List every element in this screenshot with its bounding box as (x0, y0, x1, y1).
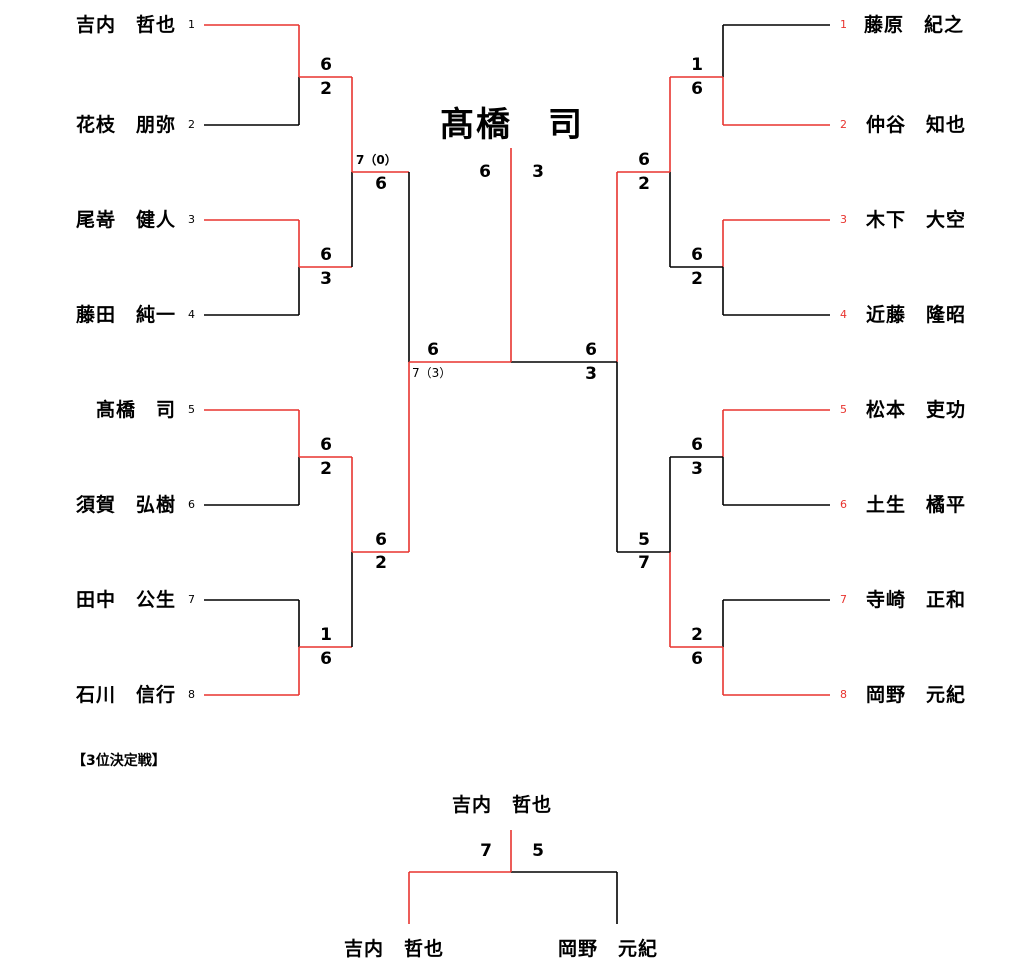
match-score: 5 (638, 530, 650, 550)
left-player-name: 藤田 純一 (75, 304, 176, 326)
left-player-seed: 5 (188, 403, 195, 416)
third-place-left-player: 吉内 哲也 (344, 938, 445, 960)
third-place-right-score: 5 (532, 841, 544, 861)
left-player-seed: 3 (188, 213, 195, 226)
right-player-seed: 7 (840, 593, 847, 606)
match-score: 6 (320, 649, 332, 669)
match-score: 2 (320, 79, 332, 99)
right-player-seed: 1 (840, 18, 847, 31)
right-player-name: 岡野 元紀 (866, 684, 967, 706)
final-left-score: 6 (479, 162, 491, 182)
match-score: 3 (691, 459, 703, 479)
third-place-title: 【3位決定戦】 (72, 753, 166, 769)
right-player-seed: 6 (840, 498, 847, 511)
left-player-seed: 7 (188, 593, 195, 606)
match-score: 7（0） (356, 153, 397, 167)
right-player-name: 仲谷 知也 (866, 114, 967, 136)
left-player-name: 花枝 朋弥 (75, 114, 176, 136)
third-place-winner: 吉内 哲也 (452, 794, 553, 816)
match-score: 6 (585, 340, 597, 360)
left-player-name: 石川 信行 (75, 684, 176, 706)
left-player-seed: 2 (188, 118, 195, 131)
match-score: 6 (691, 79, 703, 99)
left-player-seed: 8 (188, 688, 195, 701)
match-score: 6 (320, 245, 332, 265)
left-player-name: 吉内 哲也 (75, 14, 176, 36)
match-score: 2 (638, 174, 650, 194)
left-player-seed: 6 (188, 498, 195, 511)
left-player-name: 髙橋 司 (95, 399, 176, 421)
final-right-score: 3 (532, 162, 544, 182)
left-player-name: 尾嵜 健人 (75, 209, 176, 231)
match-score: 6 (638, 150, 650, 170)
match-score: 6 (691, 435, 703, 455)
match-score: 6 (375, 174, 387, 194)
champion-name: 髙橋 司 (440, 105, 584, 145)
left-player-name: 田中 公生 (75, 589, 176, 611)
right-player-seed: 5 (840, 403, 847, 416)
third-place-left-score: 7 (480, 841, 492, 861)
right-player-name: 土生 橘平 (866, 494, 967, 516)
match-score: 3 (585, 364, 597, 384)
match-score: 2 (375, 553, 387, 573)
match-score: 7（3） (412, 366, 452, 380)
match-score: 6 (691, 649, 703, 669)
right-player-name: 藤原 紀之 (864, 14, 965, 36)
match-score: 6 (320, 435, 332, 455)
match-score: 2 (320, 459, 332, 479)
left-player-name: 須賀 弘樹 (75, 494, 176, 516)
match-score: 1 (320, 625, 332, 645)
left-player-seed: 1 (188, 18, 195, 31)
right-player-name: 近藤 隆昭 (866, 304, 967, 326)
right-player-name: 松本 吏功 (866, 399, 967, 421)
right-player-seed: 2 (840, 118, 847, 131)
match-score: 1 (691, 55, 703, 75)
right-player-seed: 3 (840, 213, 847, 226)
match-score: 2 (691, 269, 703, 289)
right-player-name: 寺崎 正和 (866, 589, 967, 611)
match-score: 6 (691, 245, 703, 265)
match-score: 6 (427, 340, 439, 360)
match-score: 2 (691, 625, 703, 645)
left-player-seed: 4 (188, 308, 195, 321)
right-player-seed: 8 (840, 688, 847, 701)
match-score: 6 (375, 530, 387, 550)
match-score: 7 (638, 553, 650, 573)
match-score: 6 (320, 55, 332, 75)
match-score: 3 (320, 269, 332, 289)
right-player-name: 木下 大空 (866, 209, 967, 231)
third-place-right-player: 岡野 元紀 (558, 938, 659, 960)
right-player-seed: 4 (840, 308, 847, 321)
